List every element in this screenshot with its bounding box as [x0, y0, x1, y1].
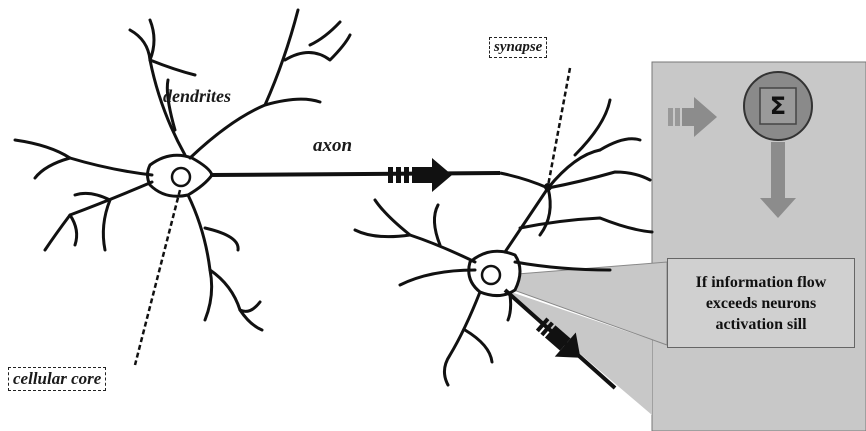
axon-line — [210, 173, 500, 175]
condition-line-2: exceeds neurons — [668, 293, 854, 314]
axon-label: axon — [313, 135, 352, 157]
condition-line-3: activation sill — [668, 314, 854, 335]
activation-condition-box: If information flow exceeds neurons acti… — [667, 258, 855, 348]
dendrites-label: dendrites — [163, 86, 231, 107]
sum-symbol: Σ — [760, 88, 796, 124]
cellular-core-label: cellular core — [8, 367, 106, 391]
condition-line-1: If information flow — [668, 272, 854, 293]
left-nucleus — [172, 168, 190, 186]
axon-arrow-icon — [388, 158, 452, 192]
synapse-label: synapse — [489, 37, 547, 58]
core-pointer — [135, 190, 180, 365]
right-nucleus — [482, 266, 500, 284]
